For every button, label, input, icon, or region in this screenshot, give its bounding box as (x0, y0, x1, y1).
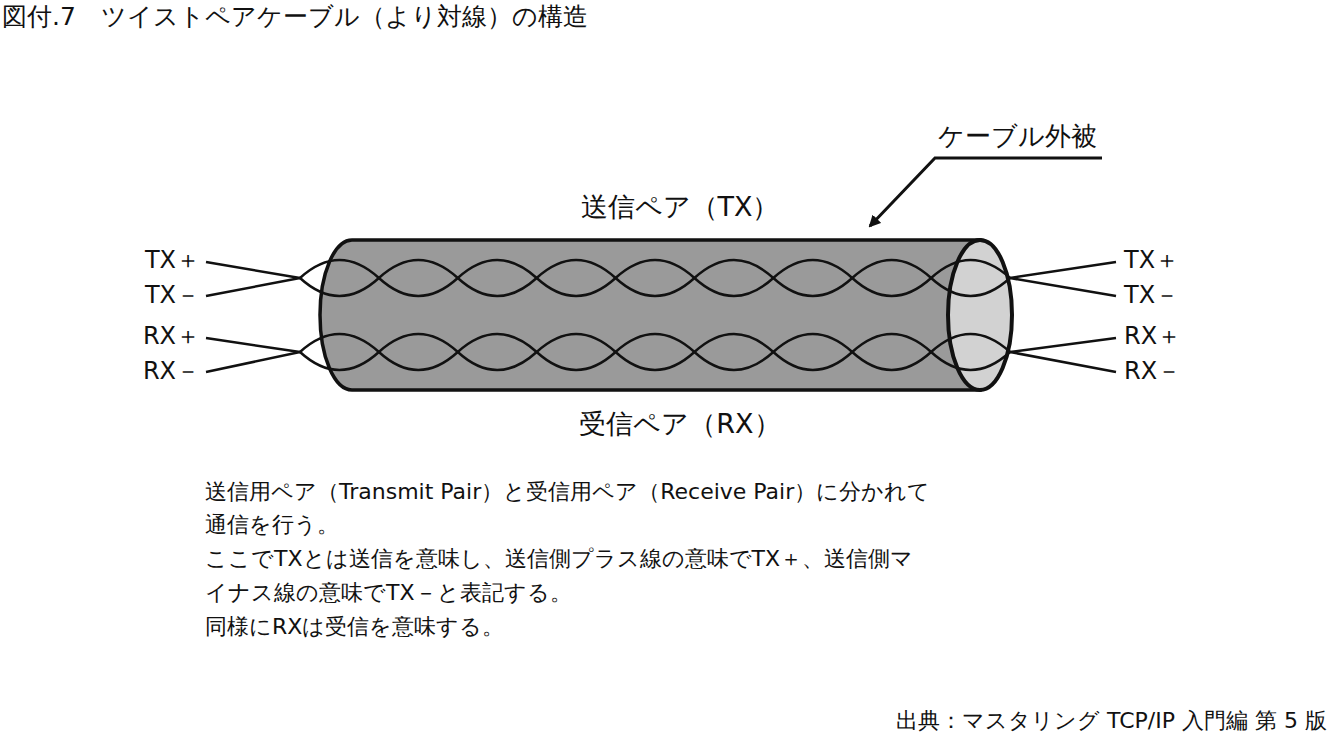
callout-arrow (870, 158, 1102, 226)
wire-strand (300, 334, 1010, 370)
signal-name: RX－ (1124, 358, 1181, 386)
wire-strand (300, 260, 1010, 296)
signal-name: TX－ (1124, 282, 1179, 310)
source-note: 出典：マスタリング TCP/IP 入門編 第 5 版 (896, 708, 1327, 733)
note-line: 通信を行う。 (205, 512, 339, 537)
wire-strand (300, 334, 1010, 370)
pair-label: 送信ペア（TX） (581, 191, 780, 222)
note-line: 同様にRXは受信を意味する。 (205, 614, 504, 639)
wire-strand (300, 260, 1010, 296)
wire-leads (206, 262, 1116, 372)
signal-name: RX－ (143, 358, 200, 386)
signal-name: RX＋ (143, 323, 200, 351)
signal-name: RX＋ (1124, 323, 1181, 351)
callout-label: ケーブル外被 (938, 122, 1097, 152)
signal-name: TX＋ (145, 247, 200, 275)
signal-name: TX－ (145, 282, 200, 310)
figure-title: 図付.7 ツイストペアケーブル（より対線）の構造 (2, 3, 588, 32)
note-line: イナス線の意味でTX－と表記する。 (205, 580, 572, 605)
note-line: ここでTXとは送信を意味し、送信側プラス線の意味でTX＋、送信側マ (205, 546, 913, 571)
twisted-wires (300, 260, 1010, 370)
signal-name: TX＋ (1124, 247, 1179, 275)
note-line: 送信用ペア（Transmit Pair）と受信用ペア（Receive Pair）… (205, 479, 930, 504)
pair-label: 受信ペア（RX） (579, 408, 780, 439)
